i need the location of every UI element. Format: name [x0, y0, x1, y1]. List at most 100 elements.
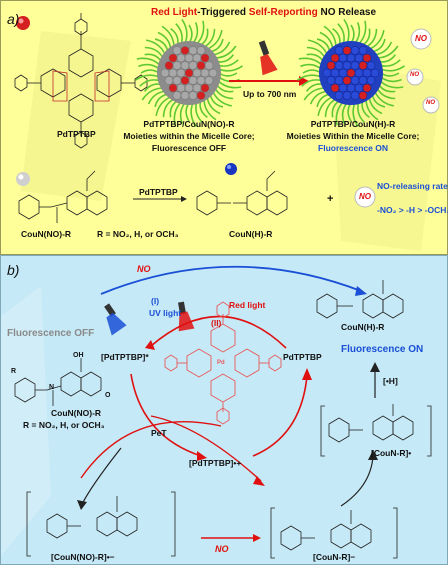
- micelle-sphere: [208, 68, 218, 78]
- uv-torch-icon: [104, 303, 127, 336]
- micelle-sphere: [204, 76, 214, 85]
- pd-cation-label: [PdTPTBP]•+: [189, 458, 242, 468]
- micelle-sphere: [346, 68, 356, 78]
- micelle-sphere: [334, 76, 344, 85]
- panel-b-graphics: [1, 265, 432, 559]
- left-molecule-icon: [14, 358, 102, 406]
- rate-order: -NO₂ > -H > -OCH₃: [377, 205, 448, 215]
- micelle-sphere: [330, 68, 340, 78]
- micelle-sphere: [168, 83, 178, 93]
- no-badge-3: NO: [426, 100, 435, 106]
- micelle-sphere: [200, 68, 210, 78]
- micelle-sphere: [168, 53, 178, 63]
- micelle-sphere: [184, 83, 194, 93]
- micelle-sphere: [366, 76, 376, 85]
- micelle-sphere: [164, 76, 174, 85]
- micelle-sphere: [326, 76, 336, 85]
- micelle-right-line-2: Moieties Within the Micelle Core;: [286, 131, 420, 141]
- panel-a-graphics: [14, 13, 441, 251]
- micelle-sphere: [358, 46, 368, 55]
- micelle-left-line-2: Moieties within the Micelle Core;: [123, 131, 255, 141]
- micelle-sphere: [342, 46, 352, 55]
- headline-part-1: Red Light: [151, 7, 198, 18]
- micelle-spike: [138, 63, 160, 70]
- micelle-sphere: [350, 91, 360, 100]
- red-light-label: Red light: [229, 300, 266, 310]
- radical-molecule-icon: [320, 404, 432, 457]
- coun-no-structure-icon: [18, 170, 108, 223]
- pd-excited-label: [PdTPTBP]*: [101, 352, 149, 362]
- micelle-sphere: [358, 61, 368, 70]
- micelle-sphere: [192, 68, 202, 78]
- micelle-sphere: [172, 46, 182, 55]
- pd-ground-label: PdTPTBP: [283, 352, 322, 362]
- micelle-sphere: [366, 61, 376, 70]
- micelle-sphere: [346, 53, 356, 63]
- red-step-label: (II): [211, 318, 222, 328]
- micelle-sphere: [172, 61, 182, 70]
- pet-arrow: [150, 415, 262, 482]
- micelle-sphere: [196, 91, 206, 100]
- red-torch-icon: [258, 40, 278, 76]
- micelle-spike: [140, 69, 160, 74]
- black-arrow-right: [340, 455, 374, 507]
- micelle-sphere: [180, 46, 190, 55]
- no-badge-2: NO: [410, 72, 419, 78]
- micelle-sphere: [176, 53, 186, 63]
- micelle-spike: [218, 72, 238, 77]
- micelle-sphere: [176, 68, 186, 78]
- atom-n-left: N: [49, 384, 55, 391]
- no-badge-1: NO: [415, 34, 427, 43]
- micelle-sphere: [334, 46, 344, 55]
- wavelength-label: Up to 700 nm: [243, 89, 297, 99]
- left-molecule-name: CouN(NO)-R: [51, 408, 102, 418]
- panel-a-label: a): [7, 11, 20, 27]
- micelle-sphere: [354, 68, 364, 78]
- micelle-sphere: [326, 61, 336, 70]
- micelle-sphere: [346, 83, 356, 93]
- radical-molecule-name: [CouN-R]•: [371, 448, 412, 458]
- micelle-sphere: [358, 76, 368, 85]
- micelle-sphere: [362, 53, 372, 63]
- micelle-spike: [302, 69, 322, 74]
- micelle-spike: [188, 24, 193, 44]
- product-name: CouN(H)-R: [229, 229, 273, 239]
- uv-arrow: [100, 265, 362, 295]
- micelle-sphere: [200, 83, 210, 93]
- micelle-spike: [354, 22, 361, 44]
- micelle-sphere: [322, 68, 332, 78]
- micelle-spike: [175, 23, 183, 45]
- micelle-sphere: [188, 61, 198, 70]
- headline-part-4: NO Release: [317, 7, 377, 18]
- atom-r-left: R: [11, 368, 17, 375]
- gray-sphere-icon: [16, 172, 30, 186]
- micelle-left-line-3: Fluorescence OFF: [151, 143, 227, 153]
- micelle-sphere: [192, 53, 202, 63]
- micelle-spike: [217, 59, 239, 67]
- pdtptbp-structure-icon: [14, 13, 148, 149]
- red-light-torch-icon: [178, 301, 195, 332]
- micelle-sphere: [334, 61, 344, 70]
- micelle-sphere: [354, 53, 364, 63]
- bottom-left-molecule-icon: [26, 491, 176, 557]
- micelle-spike: [214, 87, 234, 100]
- micelle-sphere: [172, 91, 182, 100]
- micelle-sphere: [168, 68, 178, 78]
- porphyrin-name: PdTPTBP: [57, 129, 96, 139]
- micelle-sphere: [342, 61, 352, 70]
- micelle-sphere: [192, 83, 202, 93]
- bottom-left-molecule-name: [CouN(NO)-R]•−: [51, 552, 115, 562]
- micelle-sphere: [180, 76, 190, 85]
- atom-o-left: O: [105, 392, 111, 399]
- micelle-spike: [139, 79, 161, 87]
- micelle-spike: [337, 23, 345, 45]
- micelle-sphere: [180, 91, 190, 100]
- micelle-sphere: [350, 76, 360, 85]
- micelle-sphere: [164, 61, 174, 70]
- micelle-sphere: [188, 76, 198, 85]
- micelle-spike: [144, 46, 164, 59]
- micelle-sphere: [330, 83, 340, 93]
- cycle-arc-top: [150, 315, 287, 349]
- no-badge-4: NO: [359, 192, 371, 201]
- micelle-sphere: [362, 83, 372, 93]
